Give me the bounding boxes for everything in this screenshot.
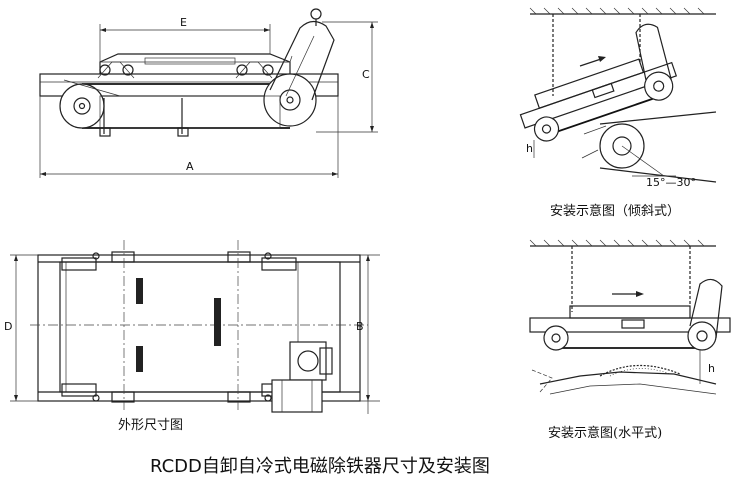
dim-label-h-level: h bbox=[708, 362, 715, 375]
dim-label-b: B bbox=[356, 320, 364, 333]
top-view: D B bbox=[4, 240, 380, 414]
install-tilt-view: 15°—30° h bbox=[519, 7, 717, 189]
caption-outline: 外形尺寸图 bbox=[118, 418, 184, 433]
dim-label-h-tilt: h bbox=[526, 142, 533, 155]
page-title: RCDD自卸自冷式电磁除铁器尺寸及安装图 bbox=[150, 456, 490, 477]
caption-install-level: 安装示意图(水平式) bbox=[548, 426, 663, 441]
dim-label-e: E bbox=[180, 16, 187, 29]
dim-label-c: C bbox=[362, 68, 370, 81]
install-level-view: h bbox=[529, 239, 731, 395]
dim-label-d: D bbox=[4, 320, 12, 333]
caption-install-tilt: 安装示意图（倾斜式） bbox=[550, 204, 681, 219]
angle-label: 15°—30° bbox=[646, 176, 696, 189]
dim-label-a: A bbox=[186, 160, 194, 173]
front-view: E A C bbox=[39, 8, 378, 178]
